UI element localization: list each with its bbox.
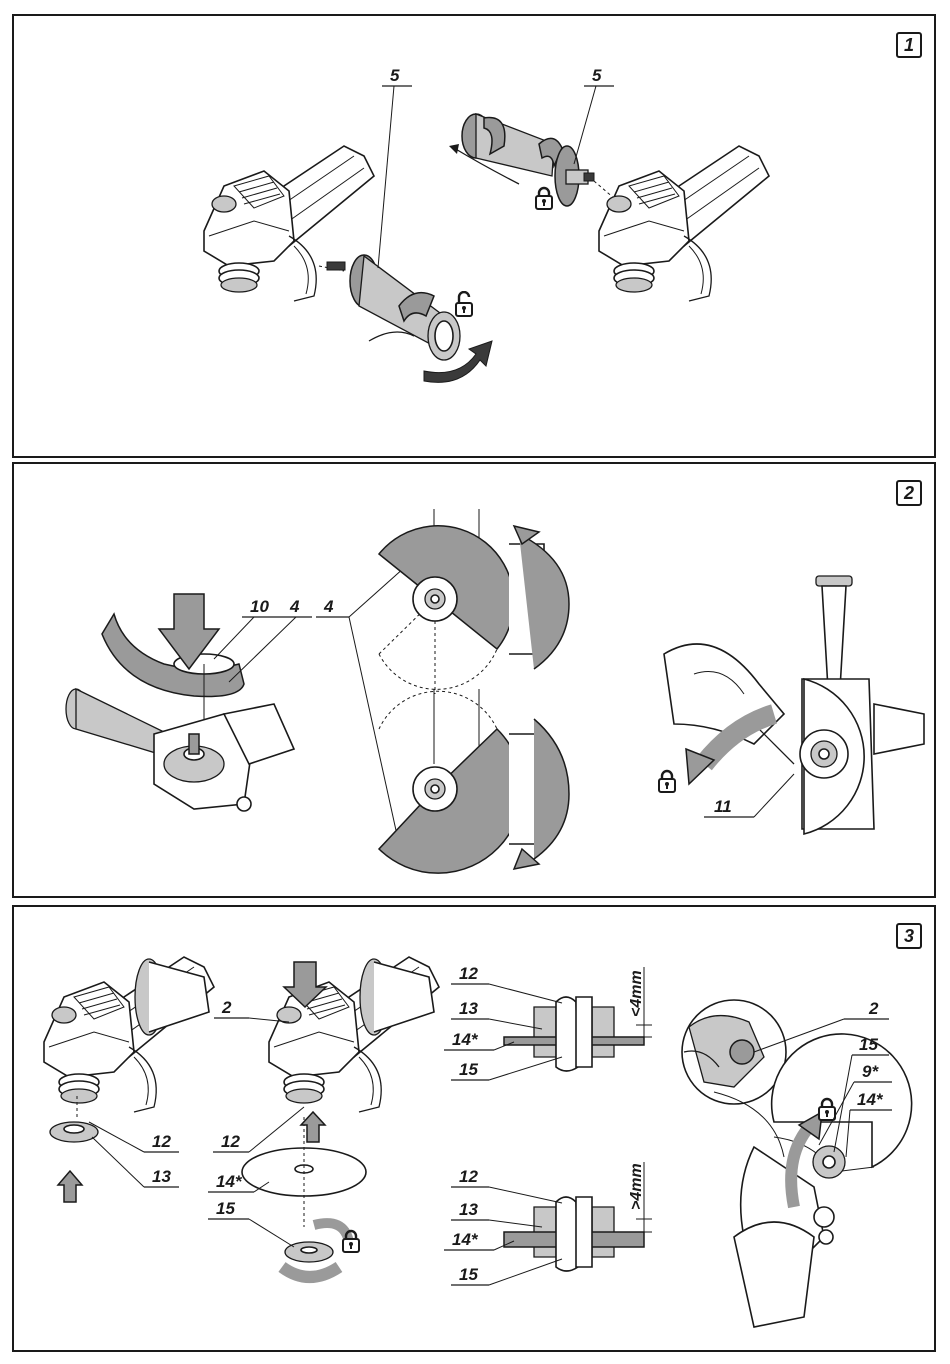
grinder-with-guard [664,576,924,834]
label-5-left: 5 [390,66,400,85]
label-13-d: 13 [459,1200,478,1219]
gap-label-gt-4mm: >4mm [628,1163,645,1210]
label-14-d: 14* [452,1230,479,1249]
label-11: 11 [714,797,732,816]
label-14-b: 14* [216,1172,243,1191]
panel-2: 2 10 4 4 [12,462,936,898]
label-15-b: 15 [216,1199,235,1218]
label-12-c: 12 [459,964,478,983]
label-2-b: 2 [221,998,232,1017]
padlock-closed-icon [659,771,675,792]
label-12-d: 12 [459,1167,478,1186]
label-2-e: 2 [868,999,879,1018]
guard-install [66,594,294,811]
label-15-d: 15 [459,1265,478,1284]
padlock-open-icon [456,292,472,316]
side-handle-right [462,114,594,206]
panel-3-illustration: 12 13 2 12 14* 15 [14,907,934,1350]
side-handle-left [350,255,460,360]
label-13-a: 13 [152,1167,171,1186]
label-12-b: 12 [221,1132,240,1151]
label-13-c: 13 [459,999,478,1018]
angle-grinder-right [599,146,769,301]
panel-1: 1 [12,14,936,458]
label-9-e: 9* [862,1062,879,1081]
label-14-c: 14* [452,1030,479,1049]
label-15-c: 15 [459,1060,478,1079]
panel-2-illustration: 10 4 4 [14,464,934,896]
label-14-e: 14* [857,1090,884,1109]
panel-3: 3 12 13 2 12 14* [12,905,936,1352]
label-15-e: 15 [859,1035,878,1054]
panel-1-illustration: 5 5 [14,16,934,456]
up-arrow-icon [58,1171,82,1202]
padlock-closed-icon [536,188,552,209]
label-4-left: 4 [289,597,300,616]
label-5-right: 5 [592,66,602,85]
guard-position-bottom [379,689,544,873]
label-12-a: 12 [152,1132,171,1151]
gap-label-lt-4mm: <4mm [628,970,645,1017]
label-10: 10 [250,597,269,616]
label-4-center: 4 [323,597,334,616]
angle-grinder-left [204,146,374,301]
